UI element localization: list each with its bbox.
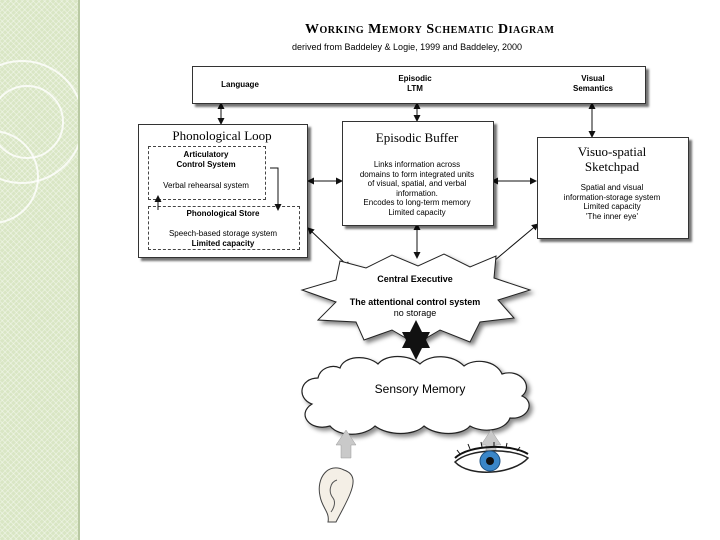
ltm-episodic-line: LTM (407, 83, 423, 93)
phonological-loop-title: Phonological Loop (172, 128, 272, 143)
articulatory-control-box (148, 146, 266, 200)
visuo-spatial-line: information-storage system (563, 192, 661, 202)
episodic-buffer-title: Episodic Buffer (375, 130, 459, 145)
sensory-memory-cloud (301, 355, 530, 435)
slide-sidebar (0, 0, 78, 540)
phonological-store-box (148, 206, 300, 250)
arrow-sketchpad-executive (487, 223, 539, 267)
ltm-visual-line: Visual (581, 74, 605, 83)
episodic-buffer-line: of visual, spatial, and verbal (367, 179, 467, 188)
articulatory-title-line: Articulatory (183, 150, 229, 159)
episodic-buffer-box (342, 121, 494, 226)
visuo-spatial-desc: Spatial and visual information-storage s… (537, 183, 687, 221)
visuo-spatial-line: 'The inner eye' (586, 211, 638, 221)
phonological-store-line: Limited capacity (191, 238, 255, 248)
episodic-buffer-line: information. (396, 188, 438, 198)
sidebar-divider (78, 0, 80, 540)
central-executive-desc: The attentional control system no storag… (330, 297, 500, 319)
ltm-language-label: Language (221, 80, 259, 89)
diagram-subtitle: derived from Baddeley & Logie, 1999 and … (292, 42, 522, 52)
ear-icon (318, 467, 354, 523)
arrow-ear-to-sensory (335, 429, 357, 459)
eye-icon (453, 441, 530, 473)
articulatory-title-line: Control System (176, 159, 236, 169)
ltm-episodic-line: Episodic (398, 74, 432, 83)
episodic-buffer-desc: Links information across domains to form… (342, 160, 492, 217)
visuo-spatial-title-line: Sketchpad (584, 159, 640, 174)
ltm-visual-line: Semantics (572, 83, 614, 93)
episodic-buffer-line: domains to form integrated units (359, 169, 475, 179)
visuo-spatial-title-line: Visuo-spatial (577, 144, 647, 159)
episodic-buffer-line: Limited capacity (388, 207, 446, 217)
verbal-rehearsal-label: Verbal rehearsal system (163, 181, 249, 190)
diagram-title: Working Memory Schematic Diagram (305, 22, 555, 37)
sensory-memory-label: Sensory Memory (374, 382, 466, 396)
articulatory-title: Articulatory Control System (148, 150, 264, 169)
central-executive-line: no storage (393, 308, 437, 318)
visuo-spatial-sketchpad-box (537, 137, 689, 239)
central-executive-shape (300, 253, 532, 345)
long-term-memory-bar (192, 66, 646, 104)
episodic-buffer-line: Links information across (373, 160, 461, 169)
visuo-spatial-title: Visuo-spatial Sketchpad (537, 144, 687, 174)
ltm-episodic-label: Episodic LTM (385, 74, 445, 93)
ltm-visual-semantics-label: Visual Semantics (558, 74, 628, 93)
phonological-store-desc: Speech-based storage system Limited capa… (148, 229, 298, 248)
visuo-spatial-line: Limited capacity (583, 202, 641, 211)
phonological-store-line: Speech-based storage system (168, 229, 278, 238)
central-executive-line: The attentional control system (349, 297, 481, 307)
visuo-spatial-line: Spatial and visual (580, 183, 644, 192)
phonological-store-title: Phonological Store (186, 209, 260, 218)
episodic-buffer-line: Encodes to long-term memory (363, 198, 471, 207)
central-executive-title: Central Executive (377, 274, 453, 284)
